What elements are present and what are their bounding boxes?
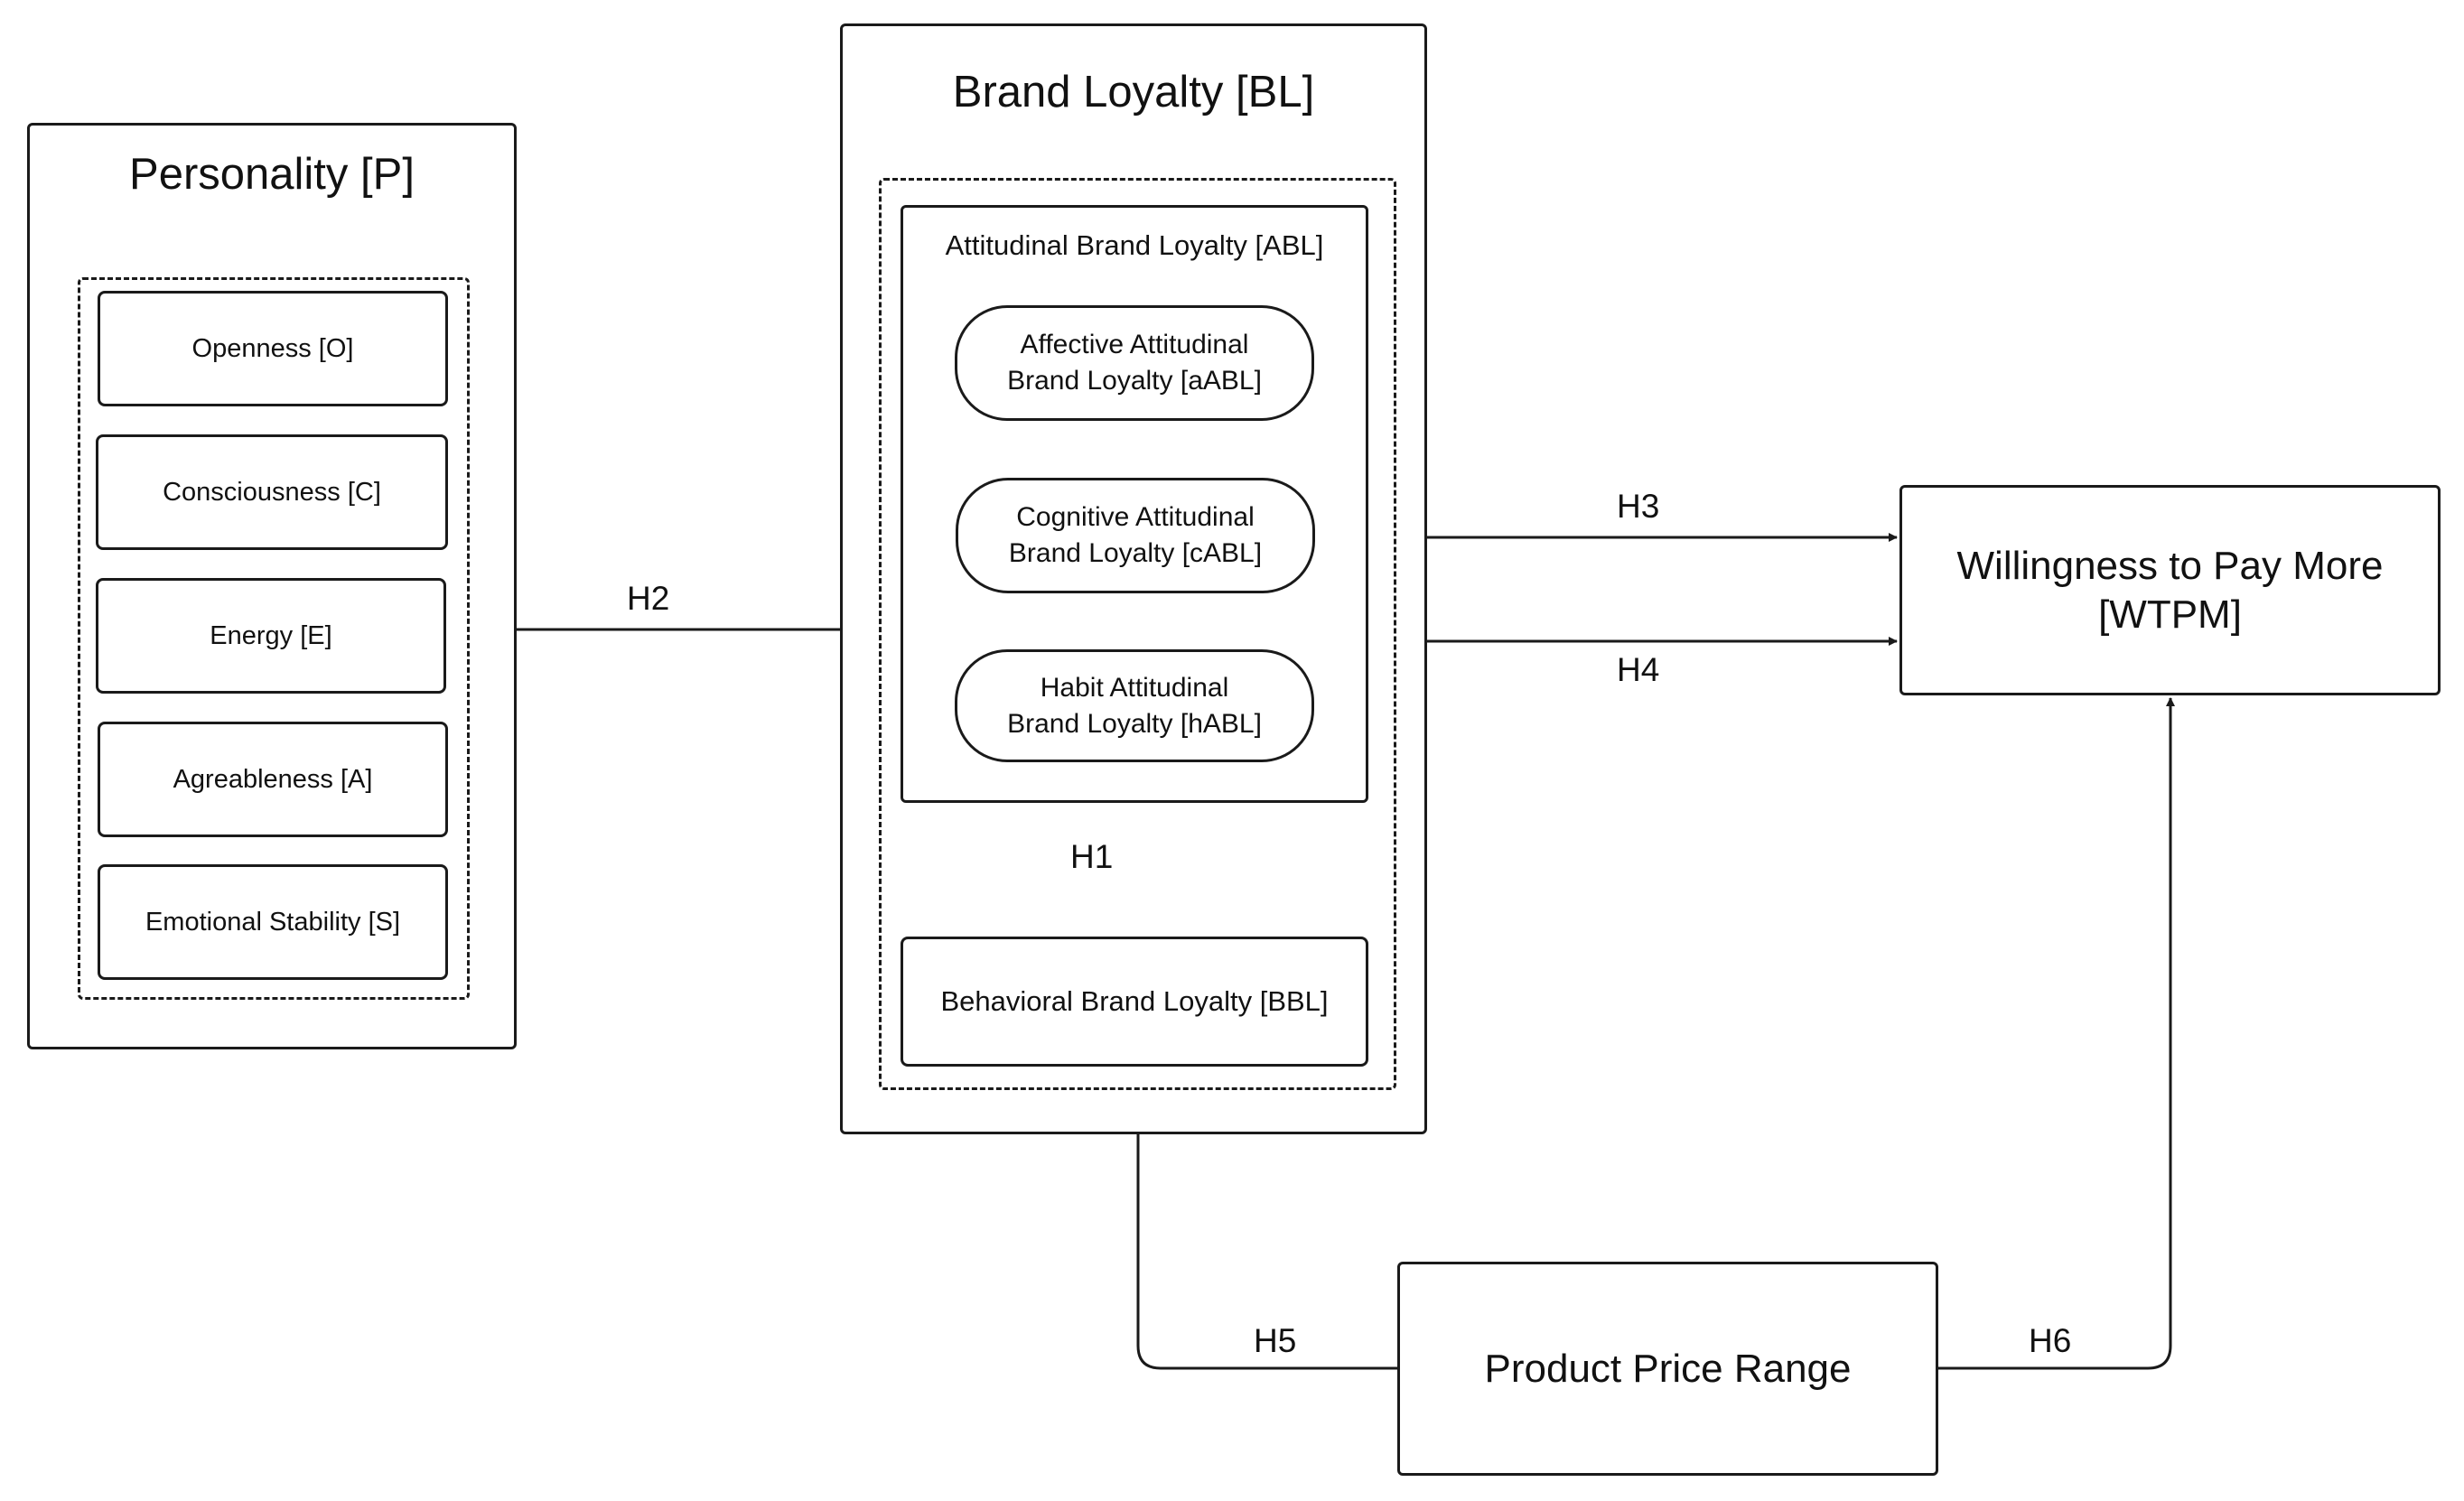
affective-abl: Affective Attitudinal Brand Loyalty [aAB… <box>955 305 1314 421</box>
brand-loyalty-group <box>879 178 1396 1090</box>
wtpm-box: Willingness to Pay More [WTPM] <box>1899 485 2441 695</box>
trait-openness: Openness [O] <box>98 291 448 406</box>
label-h1: H1 <box>1070 838 1114 875</box>
cognitive-abl: Cognitive Attitudinal Brand Loyalty [cAB… <box>956 478 1315 593</box>
trait-energy: Energy [E] <box>96 578 446 694</box>
personality-traits-group <box>78 277 470 1000</box>
label-h5: H5 <box>1254 1322 1297 1359</box>
behavioral-bl: Behavioral Brand Loyalty [BBL] <box>901 937 1368 1067</box>
label-h2: H2 <box>627 580 670 617</box>
arrow-h5 <box>1134 1090 1400 1370</box>
label-h6: H6 <box>2029 1322 2072 1359</box>
attitudinal-title: Attitudinal Brand Loyalty [ABL] <box>945 229 1324 261</box>
label-h3: H3 <box>1617 488 1660 525</box>
trait-emotional-stability: Emotional Stability [S] <box>98 864 448 980</box>
arrow-h6 <box>1937 697 2175 1370</box>
label-h4: H4 <box>1617 651 1660 688</box>
personality-title: Personality [P] <box>129 150 415 199</box>
brand-loyalty-title: Brand Loyalty [BL] <box>952 68 1315 117</box>
habit-abl: Habit Attitudinal Brand Loyalty [hABL] <box>955 649 1314 762</box>
price-range-box: Product Price Range <box>1397 1262 1938 1476</box>
trait-agreableness: Agreableness [A] <box>98 722 448 837</box>
trait-consciousness: Consciousness [C] <box>96 434 448 550</box>
